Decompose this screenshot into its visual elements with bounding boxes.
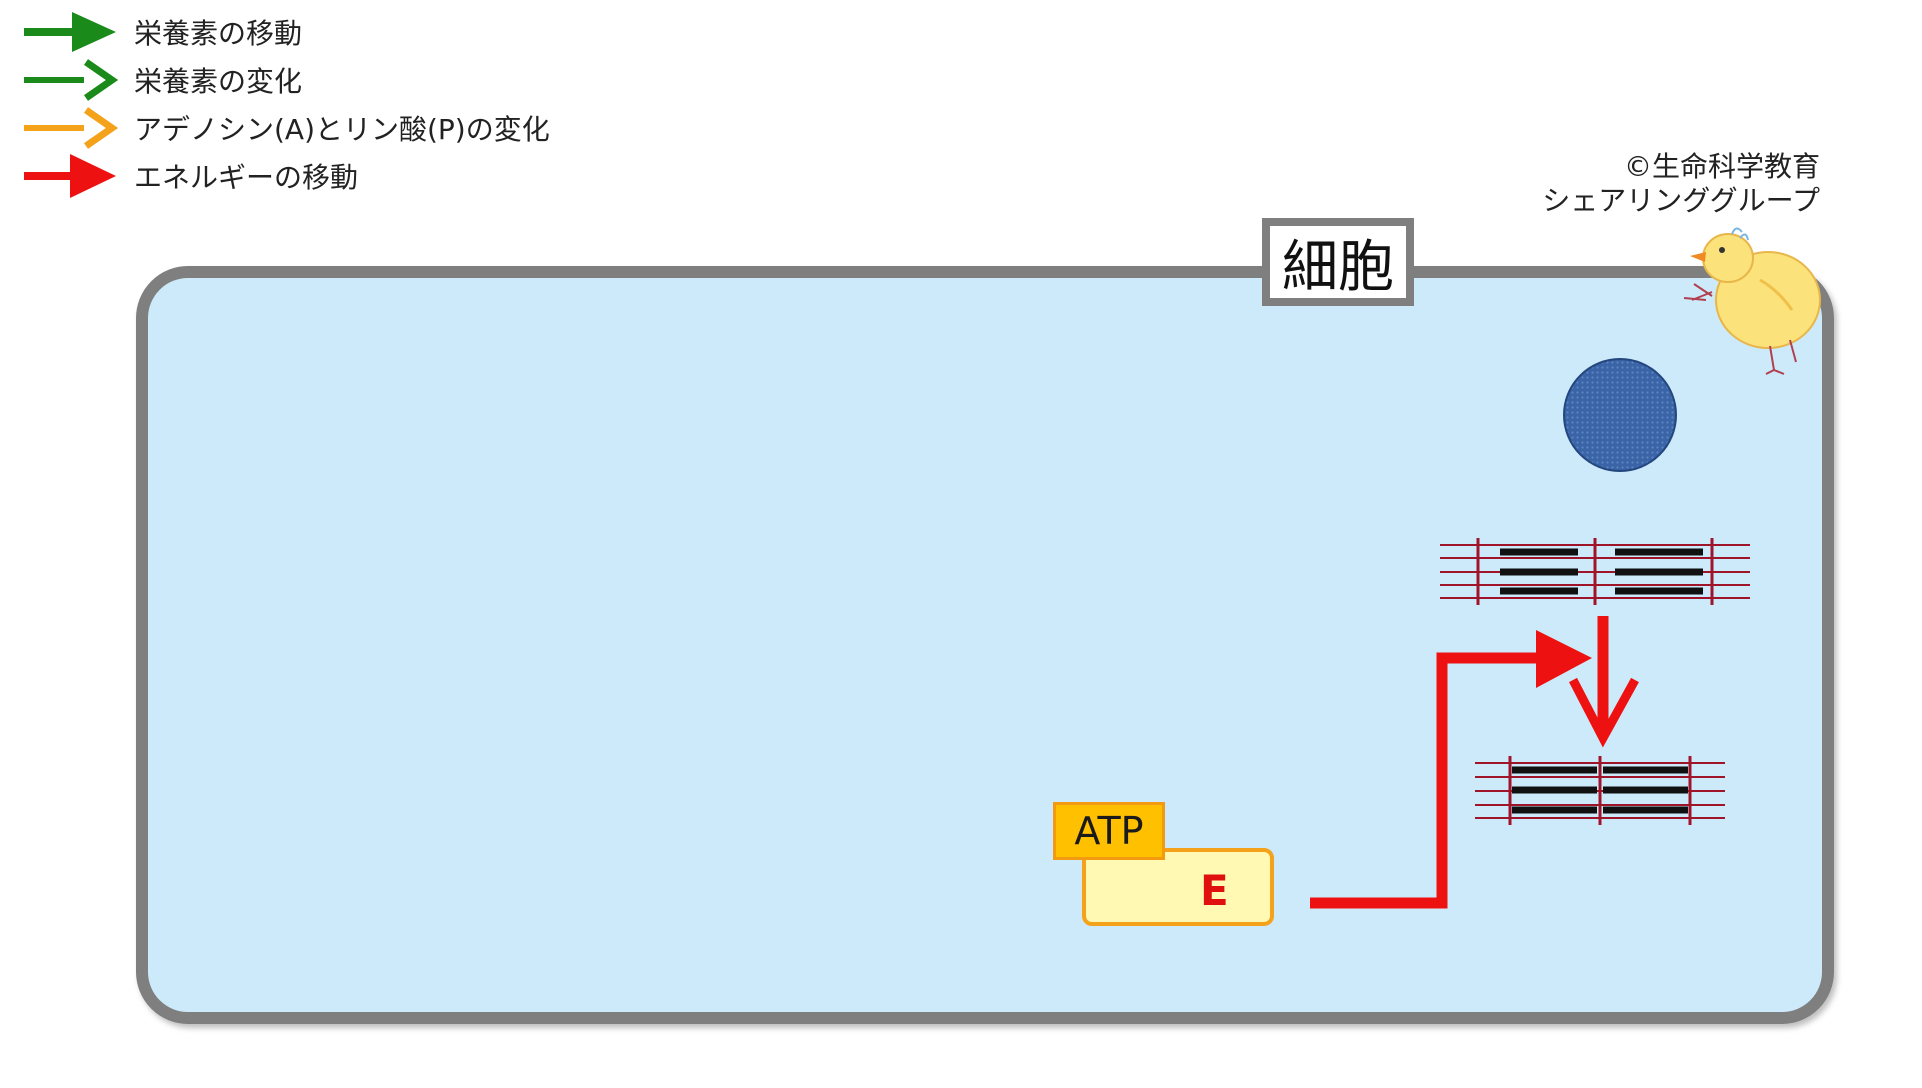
energy-label: E <box>1200 866 1229 915</box>
arrow-right-icon <box>24 107 119 149</box>
sarcomere-relaxed-icon <box>1440 538 1750 605</box>
atp-energy-box <box>1082 848 1274 926</box>
legend-item: 栄養素の移動 <box>120 8 302 56</box>
arrow-right-icon <box>24 154 116 198</box>
cell-membrane <box>136 266 1834 1024</box>
legend-item: エネルギーの移動 <box>120 152 358 200</box>
legend-item: アデノシン(A)とリン酸(P)の変化 <box>120 104 550 152</box>
legend-label: アデノシン(A)とリン酸(P)の変化 <box>134 113 550 146</box>
copyright-line-2: シェアリンググループ <box>1542 184 1820 217</box>
legend-item: 栄養素の変化 <box>120 56 302 104</box>
copyright-line-1: ©生命科学教育 <box>1623 150 1820 183</box>
energy-flow-arrow <box>1310 630 1592 909</box>
legend-label: 栄養素の変化 <box>134 65 303 98</box>
sarcomere-contracted-icon <box>1475 756 1725 825</box>
cell-title: 細胞 <box>1262 218 1414 306</box>
arrow-right-icon <box>24 59 119 101</box>
nucleus-icon <box>1563 358 1677 472</box>
atp-label: ATP <box>1053 802 1165 860</box>
copyright-text: ©生命科学教育 シェアリンググループ <box>1500 150 1820 218</box>
contraction-arrow <box>1569 616 1639 748</box>
legend-arrow-icons <box>24 12 119 198</box>
legend-label: 栄養素の移動 <box>134 17 303 50</box>
arrow-right-icon <box>24 12 116 52</box>
chick-icon <box>1683 227 1821 375</box>
legend-label: エネルギーの移動 <box>134 161 359 194</box>
